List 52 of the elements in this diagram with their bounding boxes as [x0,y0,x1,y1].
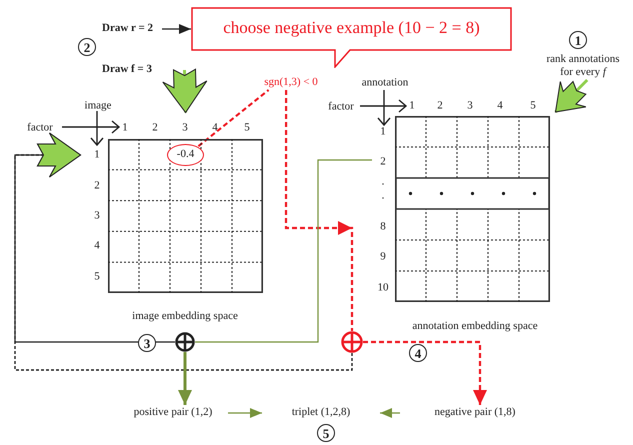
step-number: 2 [78,38,96,56]
axis-title: image [84,100,112,112]
index-number: 3 [94,210,100,222]
step-number: 3 [138,334,156,352]
index-number: 5 [94,272,100,282]
index-number: 1 [94,150,100,160]
label-text: rank annotations for every f [541,51,625,81]
index-number: 3 [182,122,188,134]
caption-text: image embedding space [132,310,238,322]
instruction-text: Draw f = 3 [98,62,185,78]
arrow [178,352,192,405]
index-number: 2 [152,122,158,134]
step-number: 4 [409,344,427,362]
arrow [228,408,262,418]
index-number: 5 [530,100,536,112]
index-number: 1 [380,126,386,138]
index-number: 4 [212,122,218,134]
index-number: 5 [244,122,250,134]
index-number: 2 [94,180,100,192]
axis-title: factor [27,122,53,134]
label-text: triplet (1,2,8) [262,405,380,421]
speech-bubble: choose negative example (10 − 2 = 8) [191,7,512,68]
label-text: negative pair (1,8) [400,405,550,421]
instruction-text: Draw r = 2 [98,21,162,37]
arrow [162,24,191,34]
arrow [284,90,354,331]
caption-text: annotation embedding space [412,320,538,332]
connector-line [195,159,372,343]
index-number: 9 [380,252,386,262]
arrow [380,408,400,418]
index-number: . [382,176,384,188]
index-number: 8 [380,222,386,232]
sum-symbol [175,332,195,352]
axis-title: factor [328,102,354,112]
sum-symbol [341,331,363,353]
index-number: 2 [437,100,443,112]
index-number: 1 [122,122,128,134]
step-number: 5 [317,424,335,442]
index-number: 10 [378,282,388,294]
index-number: . [382,190,384,202]
index-number: 2 [380,156,386,168]
index-number: 4 [94,240,100,252]
highlight-ellipse: -0.4 [167,144,204,166]
arrow [363,340,487,405]
index-number: 4 [497,100,503,112]
leader-line [198,89,270,148]
index-number: 1 [409,100,415,112]
label-text: positive pair (1,2) [118,405,228,421]
index-number: 3 [467,100,473,112]
condition-text: sgn(1,3) < 0 [256,75,326,90]
step-number: 1 [569,31,587,49]
axis-title: annotation [362,78,408,88]
